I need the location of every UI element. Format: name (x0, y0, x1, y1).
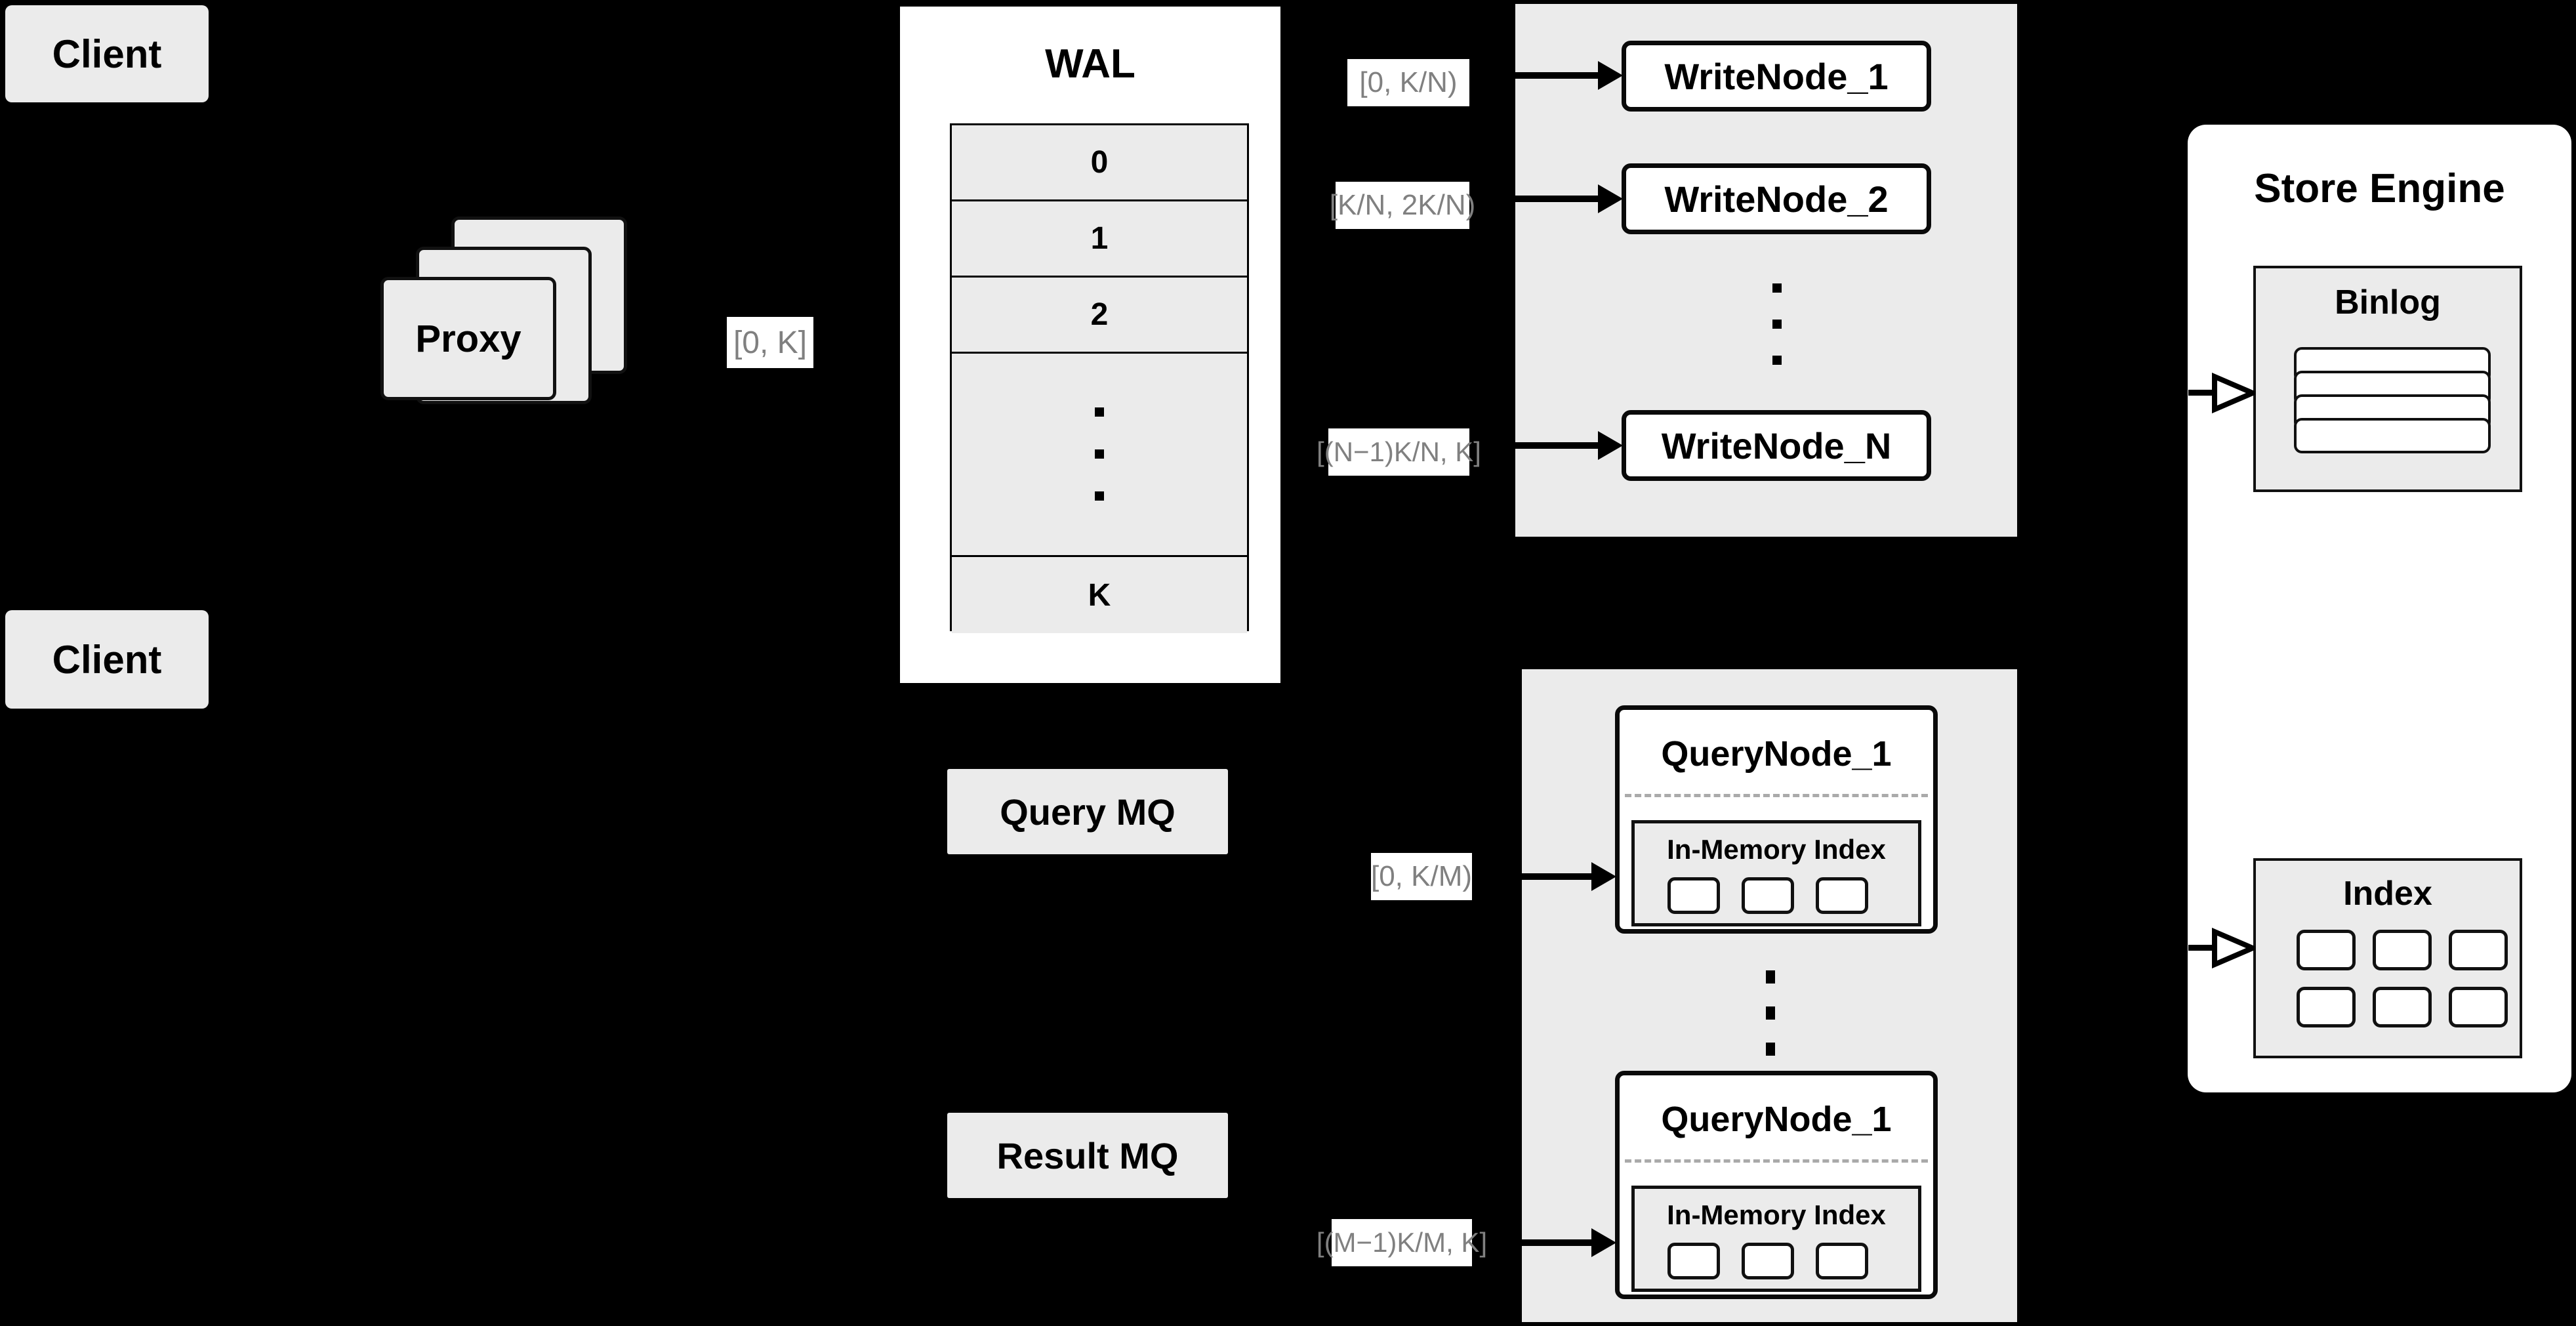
store-engine-title: Store Engine (2254, 166, 2505, 211)
arrow-line-to-binlog (2188, 390, 2216, 396)
arrow-line-to-query-node-1 (1522, 873, 1593, 880)
proxy-stack[interactable]: Proxy (380, 217, 669, 433)
result-mq-box[interactable]: Result MQ (947, 1113, 1228, 1198)
index-cell-2[interactable] (2373, 930, 2432, 970)
query-node-2-in-memory-index: In-Memory Index (1631, 1186, 1921, 1292)
query-group-ellipsis-dot-1 (1766, 970, 1775, 984)
wal-row-1[interactable]: 1 (952, 201, 1247, 278)
write-group-ellipsis-dot-2 (1772, 320, 1782, 329)
write-node-1-range-label: [0, K/N) (1347, 59, 1469, 106)
write-node-n[interactable]: WriteNode_N (1622, 410, 1931, 481)
index-title: Index (2343, 875, 2432, 913)
write-node-n-range-label: [(N−1)K/N, K] (1317, 428, 1481, 476)
wal-row-ellipsis (952, 354, 1247, 557)
arrow-line-to-query-node-2 (1522, 1239, 1593, 1246)
client-label-1: Client (52, 31, 162, 76)
index-cell-3[interactable] (2449, 930, 2508, 970)
query-mq-box[interactable]: Query MQ (947, 769, 1228, 854)
wal-row-k[interactable]: K (952, 557, 1247, 633)
binlog-panel: Binlog (2253, 266, 2522, 492)
query-node-2-range-label: [(M−1)K/M, K] (1317, 1219, 1487, 1266)
proxy-label: Proxy (415, 317, 521, 360)
arrow-line-to-write-node-2 (1515, 196, 1599, 202)
write-node-1-label: WriteNode_1 (1664, 55, 1889, 97)
arrow-head-to-query-node-1 (1591, 862, 1616, 891)
wal-ellipsis-dot-2 (1095, 449, 1104, 459)
arrow-line-to-index (2188, 945, 2216, 951)
query-group-ellipsis-dot-2 (1766, 1006, 1775, 1020)
wal-ellipsis-dot-1 (1095, 407, 1104, 417)
query-node-1-imi-title: In-Memory Index (1667, 834, 1886, 865)
write-group-ellipsis-dot-3 (1772, 356, 1782, 365)
arrow-head-hollow-to-index (2212, 927, 2260, 969)
wal-title: WAL (1045, 41, 1135, 87)
query-node-2-imi-title: In-Memory Index (1667, 1199, 1886, 1230)
client-box-1[interactable]: Client (5, 5, 209, 102)
binlog-title: Binlog (2335, 283, 2441, 321)
index-panel: Index (2253, 858, 2522, 1058)
proxy-range-text: [0, K] (733, 325, 808, 360)
wal-row-0[interactable]: 0 (952, 125, 1247, 201)
client-box-2[interactable]: Client (5, 610, 209, 709)
write-node-2-range-label: [K/N, 2K/N) (1330, 182, 1475, 229)
query-node-1[interactable]: QueryNode_1 In-Memory Index (1615, 705, 1938, 934)
write-node-2-label: WriteNode_2 (1664, 178, 1889, 220)
wal-panel: WAL 0 1 2 K (897, 4, 1283, 686)
write-node-2[interactable]: WriteNode_2 (1622, 163, 1931, 234)
wal-ellipsis-dot-3 (1095, 491, 1104, 501)
store-engine-panel: Store Engine Binlog Index (2188, 125, 2571, 1092)
write-group-ellipsis-dot-1 (1772, 283, 1782, 293)
binlog-bar-4[interactable] (2294, 418, 2491, 453)
client-label-2: Client (52, 637, 162, 682)
proxy-range-label: [0, K] (727, 317, 813, 368)
arrow-head-hollow-to-binlog (2212, 372, 2260, 414)
query-node-1-imi-cell-1[interactable] (1667, 877, 1720, 914)
query-node-1-in-memory-index: In-Memory Index (1631, 820, 1921, 926)
index-cell-1[interactable] (2297, 930, 2356, 970)
query-node-2[interactable]: QueryNode_1 In-Memory Index (1615, 1071, 1938, 1299)
proxy-front-card[interactable]: Proxy (380, 277, 556, 400)
arrow-head-to-write-node-2 (1598, 184, 1623, 213)
query-node-1-imi-cell-3[interactable] (1816, 877, 1868, 914)
wal-entries-table: 0 1 2 K (950, 123, 1249, 633)
query-node-2-imi-cell-1[interactable] (1667, 1243, 1720, 1279)
arrow-head-to-write-node-n (1598, 431, 1623, 460)
query-node-2-title: QueryNode_1 (1661, 1100, 1892, 1139)
query-node-2-imi-cell-3[interactable] (1816, 1243, 1868, 1279)
write-node-1[interactable]: WriteNode_1 (1622, 41, 1931, 112)
wal-row-2[interactable]: 2 (952, 278, 1247, 354)
query-group-ellipsis-dot-3 (1766, 1043, 1775, 1056)
arrow-head-to-write-node-1 (1598, 61, 1623, 90)
index-cell-4[interactable] (2297, 987, 2356, 1027)
query-node-2-divider (1625, 1159, 1928, 1163)
query-node-1-range-label: [0, K/M) (1371, 853, 1472, 900)
query-node-1-imi-cell-2[interactable] (1742, 877, 1794, 914)
arrow-head-to-query-node-2 (1591, 1228, 1616, 1257)
index-cell-5[interactable] (2373, 987, 2432, 1027)
arrow-line-to-write-node-1 (1515, 72, 1599, 79)
index-cell-6[interactable] (2449, 987, 2508, 1027)
query-node-2-imi-cell-2[interactable] (1742, 1243, 1794, 1279)
query-node-1-divider (1625, 794, 1928, 797)
result-mq-label: Result MQ (996, 1134, 1179, 1176)
write-node-n-label: WriteNode_N (1661, 425, 1892, 466)
query-mq-label: Query MQ (1000, 791, 1176, 833)
query-node-1-title: QueryNode_1 (1661, 734, 1892, 774)
arrow-line-to-write-node-n (1515, 442, 1599, 449)
